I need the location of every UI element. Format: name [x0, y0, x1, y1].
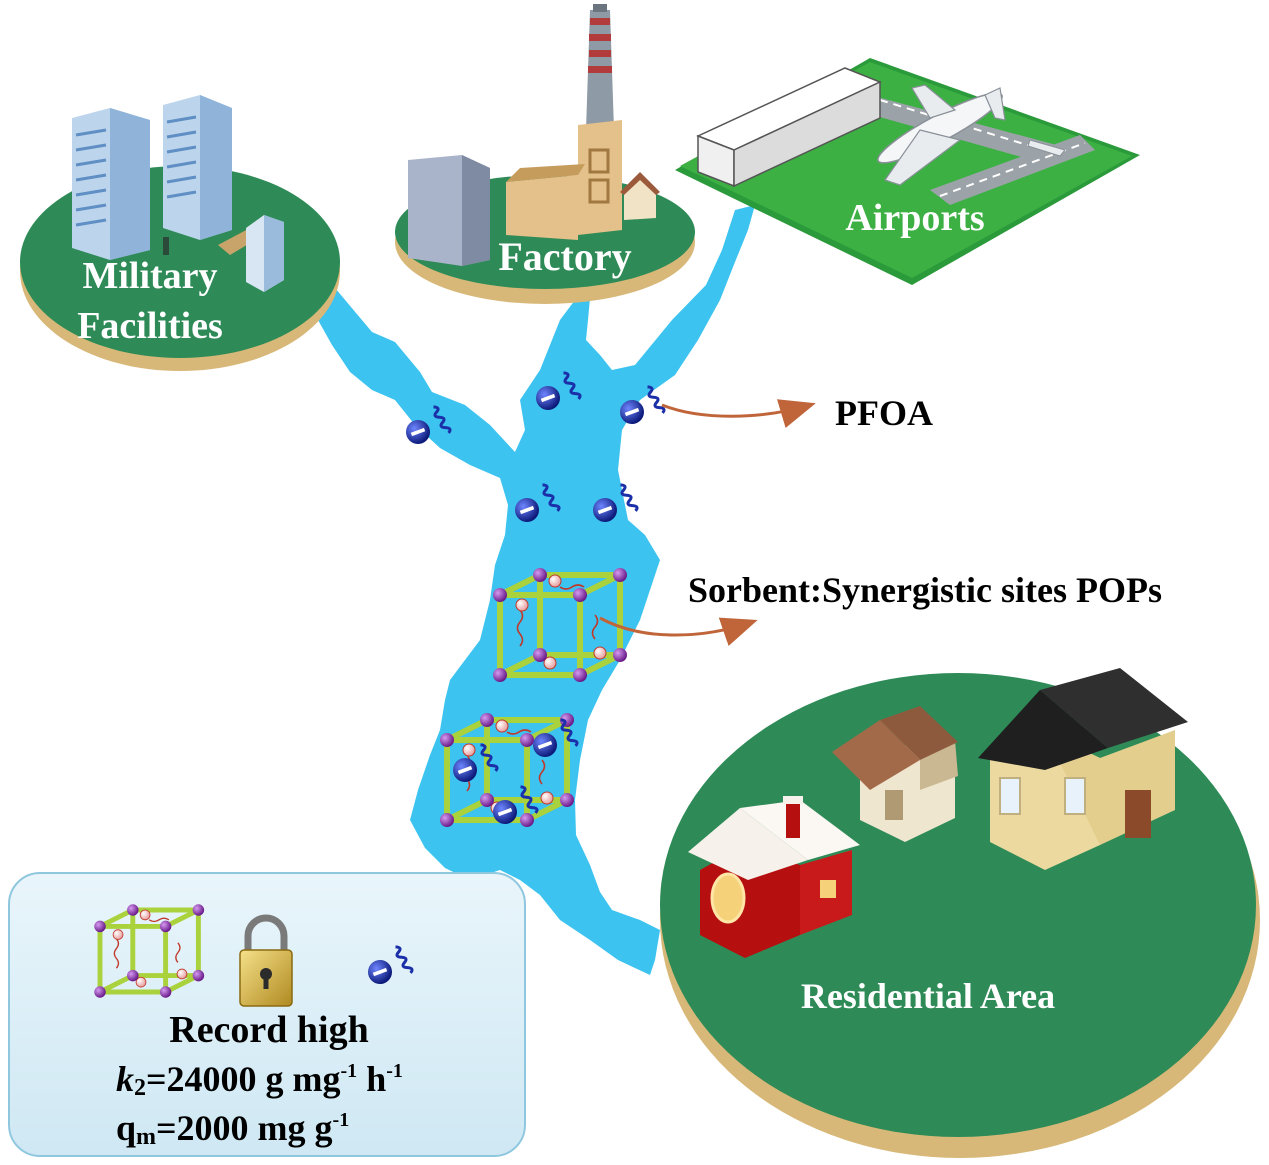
house-icon [832, 706, 958, 842]
residential-area-island: Residential Area [660, 668, 1260, 1158]
chimney-icon [586, 4, 614, 130]
qm-subscript: m [136, 1124, 157, 1150]
residential-label: Residential Area [801, 976, 1055, 1016]
house-icon [688, 796, 860, 958]
k2-exp2: -1 [386, 1060, 403, 1082]
k2-symbol: k [116, 1059, 134, 1099]
military-label-line2: Facilities [77, 305, 223, 347]
qm-exp: -1 [332, 1109, 350, 1131]
house-icon [978, 668, 1188, 870]
military-facilities-island: Military Facilities [20, 95, 340, 371]
record-high-info-box: Record high k2=24000 g mg-1 h-1 qm=2000 … [8, 872, 526, 1157]
k2-exp1: -1 [340, 1060, 358, 1082]
info-icons [80, 900, 415, 1007]
military-label-line1: Military [82, 255, 217, 297]
pfoa-label: PFOA [835, 393, 933, 433]
cube-sorbent-icon [94, 904, 204, 997]
sorbent-arrow [599, 616, 758, 646]
max-capacity-qm: qm=2000 mg g-1 [116, 1107, 349, 1151]
pfoa-arrow [661, 399, 816, 428]
river-water [300, 205, 755, 975]
sorbent-label: Sorbent:Synergistic sites POPs [688, 570, 1162, 610]
house-icon [620, 172, 660, 220]
factory-island: Factory [395, 4, 695, 304]
k2-subscript: 2 [134, 1075, 146, 1101]
factory-label: Factory [498, 234, 631, 279]
plane-icon [877, 84, 1066, 186]
rate-constant-k2: k2=24000 g mg-1 h-1 [116, 1058, 403, 1102]
building-icon [163, 95, 232, 240]
record-high-title: Record high [169, 1009, 369, 1051]
qm-symbol: q [116, 1108, 137, 1148]
airports-label: Airports [845, 197, 984, 239]
airports-area: Airports [675, 58, 1140, 285]
lock-icon [239, 914, 293, 1007]
building-icon [72, 108, 150, 260]
qm-value: =2000 mg g [156, 1108, 333, 1148]
anion-icon [366, 943, 415, 986]
k2-value: =24000 g mg [146, 1059, 341, 1099]
k2-unit-h: h [357, 1059, 387, 1099]
building-icon [246, 215, 284, 292]
